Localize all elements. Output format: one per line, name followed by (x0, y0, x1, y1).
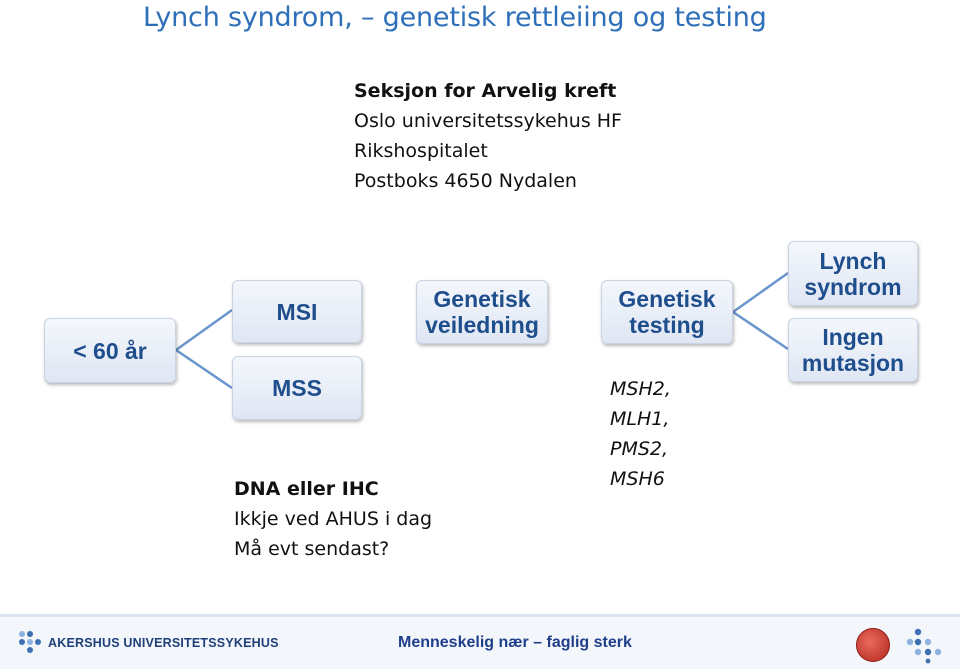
gene-list: MSH2, MLH1, PMS2, MSH6 (610, 374, 671, 494)
node-msi-label: MSI (276, 298, 318, 325)
node-msi: MSI (232, 280, 362, 343)
address-line-4: Postboks 4650 Nydalen (354, 170, 577, 192)
connector-testing-lynch (732, 271, 789, 314)
gene-line-1: MSH2, (610, 378, 671, 400)
footer-band (0, 614, 960, 669)
note-line-3: Må evt sendast? (234, 538, 390, 560)
node-lynch-syndrom: Lynch syndrom (788, 241, 918, 306)
node-lynch-line2: syndrom (804, 273, 902, 300)
address-line-1: Seksjon for Arvelig kreft (354, 80, 617, 102)
connector-testing-ingen (732, 310, 789, 351)
node-ingen-line1: Ingen (822, 324, 884, 350)
address-line-2: Oslo universitetssykehus HF (354, 110, 622, 132)
gene-line-4: MSH6 (610, 468, 665, 490)
node-genetisk-veiledning: Genetisk veiledning (416, 280, 548, 344)
connector-age-msi (175, 308, 233, 352)
node-veiledning-line1: Genetisk (433, 286, 531, 312)
gene-line-3: PMS2, (610, 438, 669, 460)
node-genetisk-testing: Genetisk testing (601, 280, 733, 344)
gene-line-2: MLH1, (610, 408, 670, 430)
node-mss: MSS (232, 356, 362, 420)
node-mss-label: MSS (272, 375, 322, 401)
page-title: Lynch syndrom, – genetisk rettleiing og … (143, 2, 767, 33)
footer-logo-text: AKERSHUS UNIVERSITETSSYKEHUS (48, 636, 279, 650)
node-testing-line2: testing (629, 312, 705, 338)
node-age: < 60 år (44, 318, 176, 383)
address-block: Seksjon for Arvelig kreft Oslo universit… (354, 76, 622, 196)
node-testing-line1: Genetisk (618, 286, 716, 312)
node-age-label: < 60 år (73, 337, 147, 364)
footer-slogan: Menneskelig nær – faglig sterk (398, 634, 632, 651)
node-ingen-mutasjon: Ingen mutasjon (788, 318, 918, 382)
address-line-3: Rikshospitalet (354, 140, 488, 162)
notes-block: DNA eller IHC Ikkje ved AHUS i dag Må ev… (234, 474, 432, 564)
ahus-logo-icon (19, 631, 41, 653)
connector-age-mss (175, 348, 233, 390)
ahus-dots-icon (906, 628, 942, 664)
node-veiledning-line2: veiledning (425, 312, 539, 338)
university-seal-icon (856, 628, 890, 662)
node-lynch-line1: Lynch (819, 247, 887, 274)
note-line-1: DNA eller IHC (234, 478, 379, 500)
note-line-2: Ikkje ved AHUS i dag (234, 508, 433, 530)
node-ingen-line2: mutasjon (801, 350, 905, 376)
